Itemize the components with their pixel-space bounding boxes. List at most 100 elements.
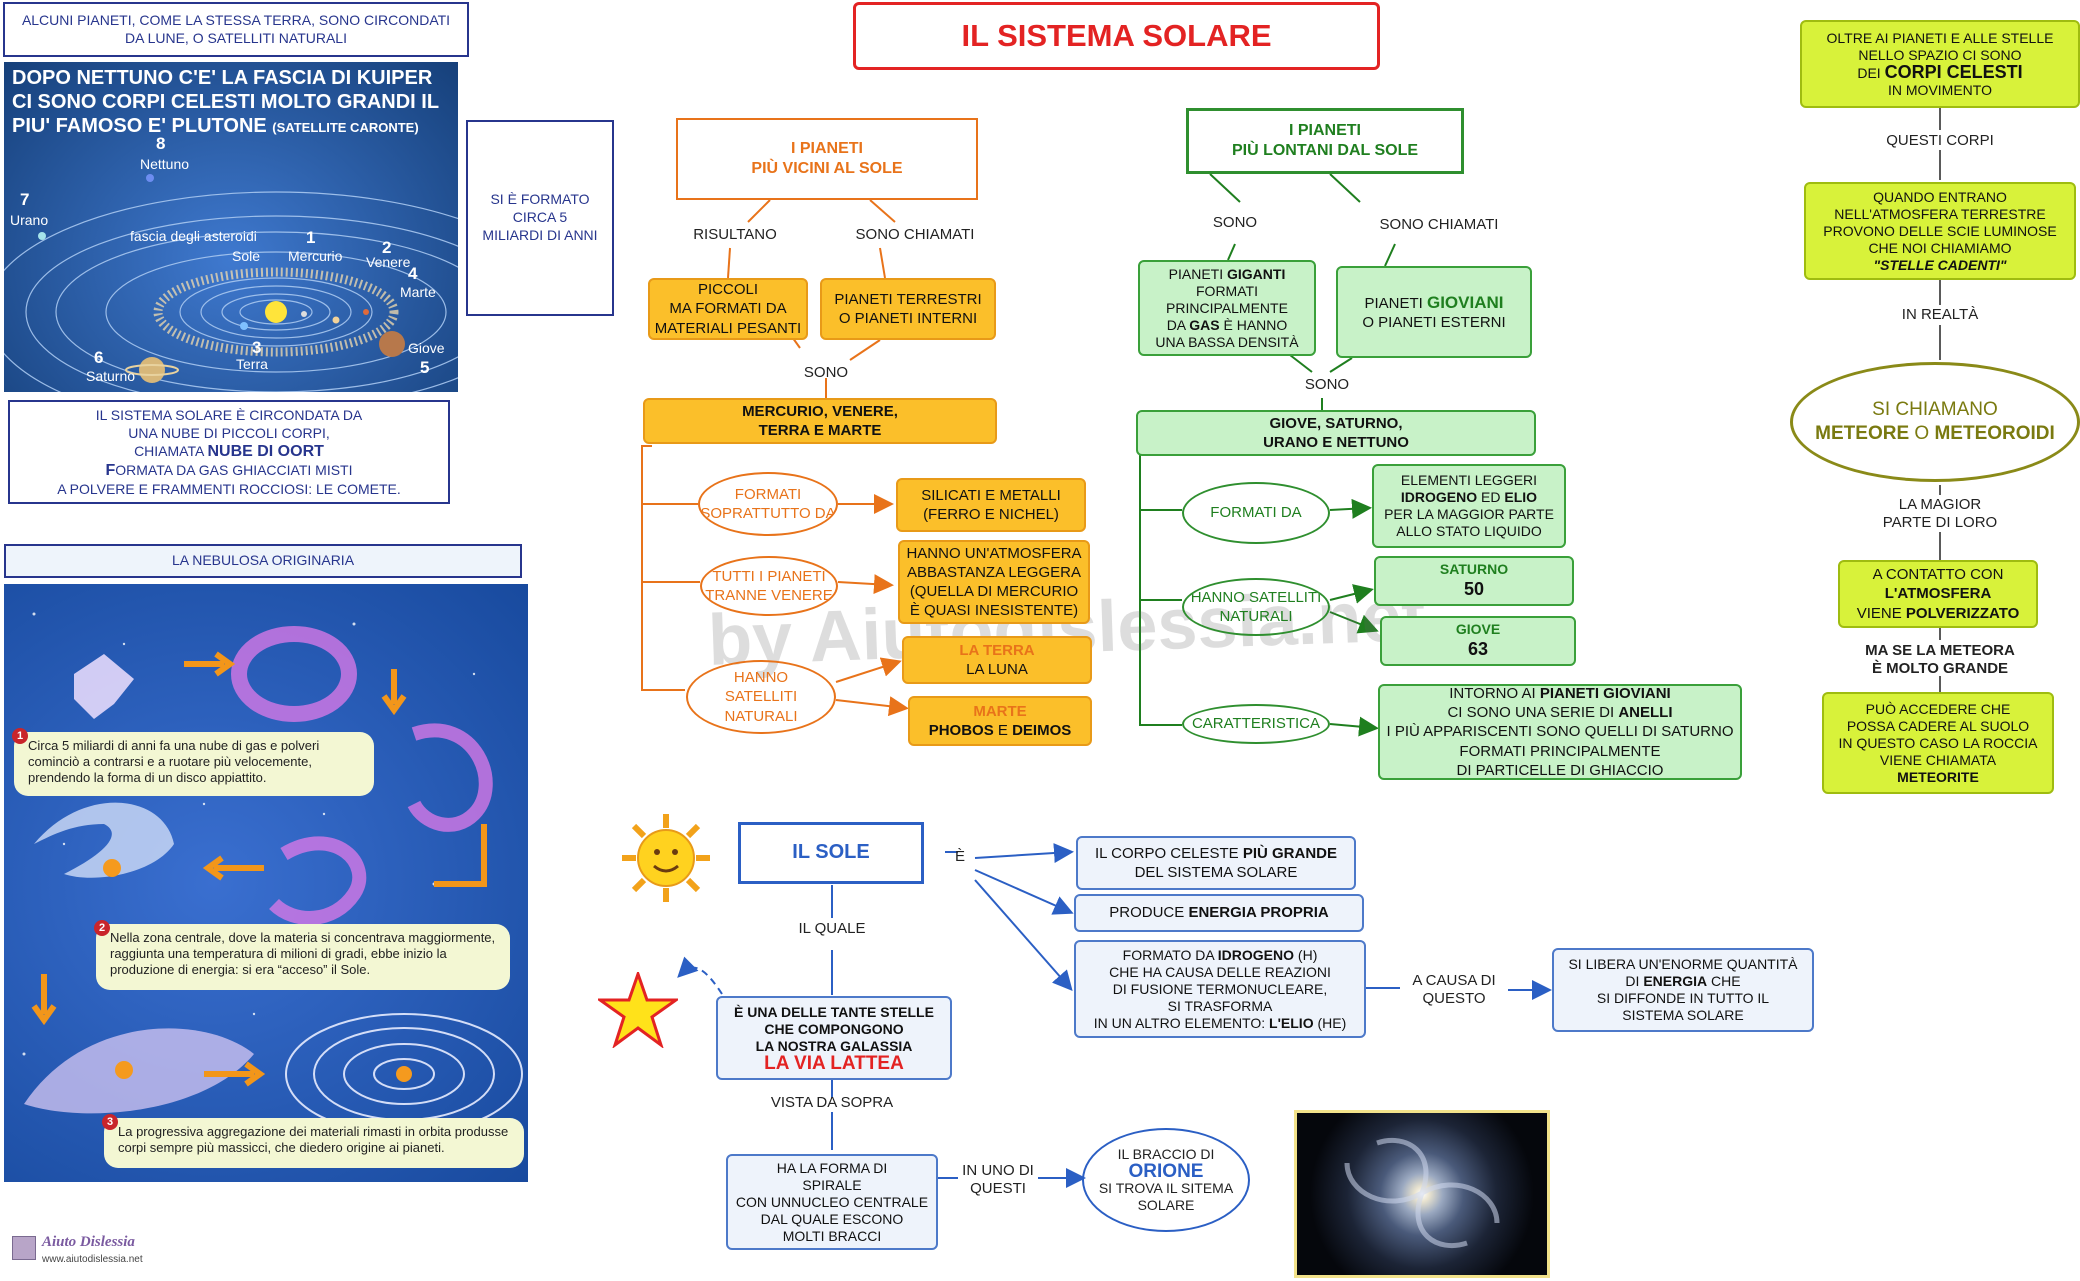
label-sono-chiamati-inner: SONO CHIAMATI bbox=[855, 226, 975, 243]
meteorite-a: PUÒ ACCEDERE CHE POSSA CADERE AL SUOLO I… bbox=[1838, 700, 2038, 768]
kuiper-line-1: DOPO NETTUNO C'E' LA FASCIA DI KUIPER bbox=[12, 67, 433, 89]
shooting-b: "STELLE CADENTI" bbox=[1873, 256, 2007, 273]
earth-dot bbox=[240, 322, 248, 330]
step-1-badge: 1 bbox=[12, 728, 28, 744]
site-logo[interactable]: Aiuto Dislessia www.aiutodislessia.net bbox=[12, 1232, 172, 1272]
inner-mars-moons: MARTE PHOBOS E DEIMOS bbox=[908, 696, 1092, 746]
oort-line-4a: F bbox=[105, 462, 116, 479]
smiling-sun-icon bbox=[622, 814, 710, 902]
nebula-title-text: LA NEBULOSA ORIGINARIA bbox=[171, 552, 355, 569]
label-n2: 2 bbox=[382, 238, 392, 257]
venus-dot bbox=[332, 316, 340, 324]
mars-label: MARTE bbox=[973, 702, 1027, 720]
logo-url: www.aiutodislessia.net bbox=[42, 1254, 143, 1265]
asteroid-belt bbox=[153, 267, 399, 357]
outer-saturn-moons: SATURNO 50 bbox=[1374, 556, 1574, 606]
outer-planets-title: I PIANETI PIÙ LONTANI DAL SOLE bbox=[1186, 108, 1464, 174]
light-gases: IDROGENO ED ELIO bbox=[1384, 489, 1554, 506]
label-uranus: Urano bbox=[10, 212, 49, 228]
oort-line-1: IL SISTEMA SOLARE È CIRCONDATA DA bbox=[95, 407, 363, 423]
label-sono-outer-2: SONO bbox=[1304, 376, 1350, 393]
inner-planets-title: I PIANETI PIÙ VICINI AL SOLE bbox=[676, 118, 978, 200]
label-mars: Marte bbox=[400, 284, 436, 300]
neptune-dot bbox=[146, 174, 154, 182]
label-venus: Venere bbox=[366, 254, 411, 270]
label-asteroids: fascia degli asteroidi bbox=[130, 228, 257, 244]
largest-a: IL CORPO CELESTE bbox=[1094, 844, 1243, 862]
inner-formed-by: FORMATI SOPRATTUTTO DA bbox=[698, 472, 838, 536]
nebula-core-2 bbox=[115, 1061, 133, 1079]
nebula-cloud-2 bbox=[231, 626, 357, 722]
step-3-text: La progressiva aggregazione dei material… bbox=[118, 1124, 509, 1155]
pulver-a: A CONTATTO CON bbox=[1872, 566, 2004, 584]
label-neptune: Nettuno bbox=[140, 156, 190, 172]
label-earth: Terra bbox=[236, 356, 268, 372]
oort-line-5: A POLVERE E FRAMMENTI ROCCIOSI: LE COMET… bbox=[57, 481, 401, 497]
outer-formed-by: FORMATI DA bbox=[1182, 482, 1330, 544]
mercury-dot bbox=[301, 311, 307, 317]
inner-terrestrial: PIANETI TERRESTRI O PIANETI INTERNI bbox=[820, 278, 996, 340]
nebula-arrows bbox=[31, 651, 487, 1087]
outer-planet-list: GIOVE, SATURNO, URANO E NETTUNO bbox=[1136, 410, 1536, 456]
hydrogen-c: (H) CHE HA CAUSA DELLE REAZIONI DI FUSIO… bbox=[1093, 946, 1331, 1031]
light-c: ED bbox=[1477, 489, 1505, 505]
label-a-causa: A CAUSA DI QUESTO bbox=[1412, 972, 1496, 1007]
label-la-magior-parte: LA MAGIOR PARTE DI LORO bbox=[1882, 496, 1998, 531]
pulver-c: VIENE bbox=[1856, 604, 1906, 622]
nebula-disc-2 bbox=[24, 1028, 254, 1114]
mars-moon-1: PHOBOS bbox=[928, 722, 994, 739]
hydrogen-a: FORMATO DA bbox=[1122, 946, 1218, 963]
step-1-text: Circa 5 miliardi di anni fa una nube di … bbox=[28, 738, 320, 785]
inner-planet-list: MERCURIO, VENERE, TERRA E MARTE bbox=[643, 398, 997, 444]
sun-star: È UNA DELLE TANTE STELLE CHE COMPONGONO … bbox=[716, 996, 952, 1080]
light-b: IDROGENO bbox=[1400, 489, 1478, 505]
sun-energy: PRODUCE ENERGIA PROPRIA bbox=[1074, 894, 1364, 932]
released-c: CHE SI DIFFONDE IN TUTTO IL SISTEMA SOLA… bbox=[1596, 973, 1770, 1023]
moons-note: ALCUNI PIANETI, COME LA STESSA TERRA, SO… bbox=[3, 2, 469, 57]
nebula-disc-1 bbox=[34, 802, 174, 878]
kuiper-text: DOPO NETTUNO C'E' LA FASCIA DI KUIPER CI… bbox=[12, 66, 458, 140]
energy-a: PRODUCE bbox=[1109, 904, 1189, 922]
pulver-d: POLVERIZZATO bbox=[1905, 604, 2020, 622]
step-2-text: Nella zona centrale, dove la materia si … bbox=[110, 930, 496, 977]
hydrogen-d: L'ELIO bbox=[1269, 1014, 1314, 1031]
giants-a: PIANETI bbox=[1168, 265, 1227, 282]
nebula-step-2: 2 Nella zona centrale, dove la materia s… bbox=[94, 920, 510, 990]
label-n8: 8 bbox=[156, 134, 166, 153]
nebula-cloud-3 bbox=[407, 723, 493, 832]
jovian-c: O PIANETI ESTERNI bbox=[1362, 314, 1506, 332]
label-il-quale: IL QUALE bbox=[798, 920, 866, 937]
nebula-spiral bbox=[285, 1013, 523, 1135]
label-sono-chiamati-outer: SONO CHIAMATI bbox=[1379, 216, 1499, 233]
saturn-label: SATURNO bbox=[1439, 560, 1509, 577]
label-mercury: Mercurio bbox=[288, 248, 343, 264]
kuiper-line-3: PIU' FAMOSO E' PLUTONE (SATELLITE CARONT… bbox=[12, 114, 458, 140]
step-2-badge: 2 bbox=[94, 920, 110, 936]
largest-b: PIÙ GRANDE bbox=[1242, 844, 1337, 862]
light-d: ELIO bbox=[1504, 489, 1538, 505]
label-n7: 7 bbox=[20, 190, 30, 209]
sun-spiral: HA LA FORMA DI SPIRALE CON UNNUCLEO CENT… bbox=[726, 1154, 938, 1250]
milky-way: LA VIA LATTEA bbox=[764, 1053, 904, 1074]
released-a: SI LIBERA UN'ENORME QUANTITÀ DI bbox=[1568, 956, 1798, 989]
saturn-count: 50 bbox=[1463, 579, 1485, 600]
meteors-b: METEORE bbox=[1815, 423, 1910, 444]
rings-b: PIANETI GIOVIANI bbox=[1539, 685, 1671, 703]
giants-b: GIGANTI bbox=[1227, 265, 1286, 282]
sun-title-text: IL SOLE bbox=[792, 841, 870, 864]
inner-atmosphere: HANNO UN'ATMOSFERA ABBASTANZA LEGGERA (Q… bbox=[898, 540, 1090, 624]
label-n3: 3 bbox=[252, 338, 262, 357]
label-jupiter: Giove bbox=[408, 340, 445, 356]
label-in-uno-di: IN UNO DI QUESTI bbox=[962, 1162, 1034, 1197]
kuiper-line-3-text: PIU' FAMOSO E' PLUTONE bbox=[12, 115, 267, 137]
jupiter-count: 63 bbox=[1467, 639, 1488, 660]
oort-line-2: UNA NUBE DI PICCOLI CORPI, bbox=[128, 425, 330, 441]
outer-feature-cond: CARATTERISTICA bbox=[1182, 704, 1330, 744]
label-saturn: Saturno bbox=[86, 368, 136, 384]
page-title-text: IL SISTEMA SOLARE bbox=[961, 18, 1272, 54]
